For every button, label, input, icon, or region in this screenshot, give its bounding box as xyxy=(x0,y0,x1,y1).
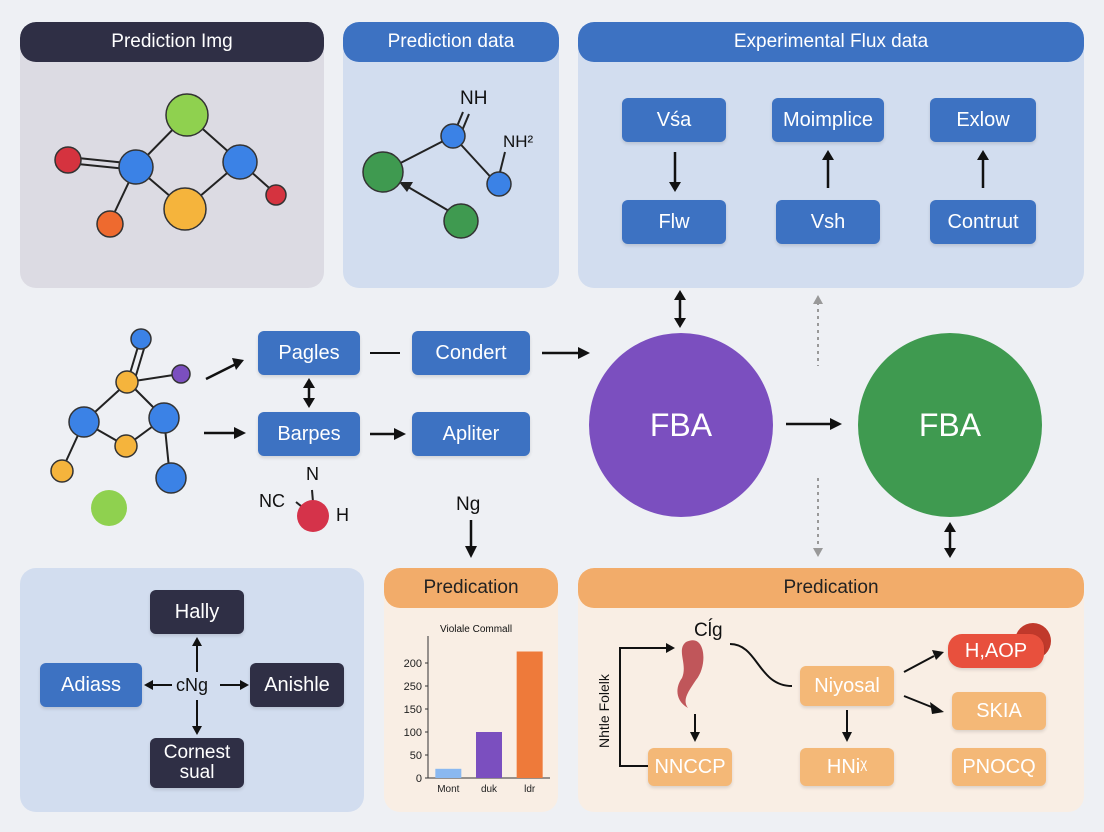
box-pnocq[interactable]: PNOCQ xyxy=(952,748,1046,786)
y-tick-label: 250 xyxy=(404,681,422,693)
atom-red xyxy=(265,184,287,206)
box-pagles[interactable]: Pagles xyxy=(258,331,360,375)
experimental-flux-title: Experimental Flux data xyxy=(578,22,1084,62)
box-adiass[interactable]: Adiass xyxy=(40,663,142,707)
box-hnix[interactable]: HNiᵡ xyxy=(800,748,894,786)
molecule-graphic-2 xyxy=(362,111,512,239)
nc-label: NC xyxy=(259,491,285,511)
bar-ldr xyxy=(516,651,543,778)
flux-box-exlow[interactable]: Exlow xyxy=(930,98,1036,142)
nh2-label: NH² xyxy=(503,132,534,151)
y-tick-label: 50 xyxy=(410,750,422,762)
atom-blue xyxy=(118,149,154,185)
flux-box-vsa[interactable]: Vśa xyxy=(622,98,726,142)
bar-chart-panel-title: Predication xyxy=(384,568,558,608)
box-anishle[interactable]: Anishle xyxy=(250,663,344,707)
atom-orange xyxy=(96,210,124,238)
y-tick-label: 0 xyxy=(416,773,422,785)
atom-yellow xyxy=(163,187,207,231)
bar-mont xyxy=(435,768,462,778)
atom-green xyxy=(165,93,209,137)
n-label: N xyxy=(306,464,319,484)
box-apliter[interactable]: Apliter xyxy=(412,412,530,456)
nh-label: NH xyxy=(460,88,488,109)
fba-node-purple[interactable]: FBA xyxy=(589,333,773,517)
organ-shape xyxy=(677,640,704,708)
y-tick-label: 100 xyxy=(404,727,422,739)
box-nnccp[interactable]: NNCCP xyxy=(648,748,732,786)
prediction-data-title: Prediction data xyxy=(343,22,559,62)
flux-box-contrmt[interactable]: Contrɯt xyxy=(930,200,1036,244)
prediction-img-title: Prediction Img xyxy=(20,22,324,62)
box-hally[interactable]: Hally xyxy=(150,590,244,634)
box-condert[interactable]: Condert xyxy=(412,331,530,375)
bottom-right-title: Predication xyxy=(578,568,1084,608)
y-tick-label: 150 xyxy=(404,704,422,716)
atom-red xyxy=(54,146,82,174)
x-tick-label: ldr xyxy=(524,784,536,795)
cng-label: cNg xyxy=(176,675,209,695)
box-skia[interactable]: SKIA xyxy=(952,692,1046,730)
x-tick-label: duk xyxy=(481,784,498,795)
flux-box-flw[interactable]: Flw xyxy=(622,200,726,244)
y-tick-label: 200 xyxy=(404,658,422,670)
molecule-graphic-1 xyxy=(54,93,287,238)
top-label: Cĺg xyxy=(694,620,723,641)
bar-duk xyxy=(476,732,502,778)
box-niyosal[interactable]: Niyosal xyxy=(800,666,894,706)
ng-arrow-label: Ng xyxy=(456,494,481,515)
flux-box-moimplice[interactable]: Moimplice xyxy=(772,98,884,142)
bottom-left-arrows xyxy=(144,637,249,735)
prediction-data-panel: Prediction data NH NH² xyxy=(343,22,559,288)
flux-arrows xyxy=(669,150,989,192)
bar-chart-panel: Predication Violale Commall 0 50 100 150 250… xyxy=(384,568,558,812)
molecule-graphic-3 xyxy=(50,328,191,526)
box-barpes[interactable]: Barpes xyxy=(258,412,360,456)
x-tick-label: Mont xyxy=(437,784,459,795)
fba-node-green[interactable]: FBA xyxy=(858,333,1042,517)
flux-box-vsh[interactable]: Vsh xyxy=(776,200,880,244)
bottom-right-panel: Predication Nhtle Folelk Cĺg Niyosal H,A… xyxy=(578,568,1084,812)
side-label: Nhtle Folelk xyxy=(596,674,612,748)
bottom-left-panel: Hally Adiass Anishle Cornest sual cNg xyxy=(20,568,364,812)
box-haop[interactable]: H,AOP xyxy=(948,634,1044,668)
experimental-flux-panel: Experimental Flux data Vśa Moimplice Exl… xyxy=(578,22,1084,288)
h-label: H xyxy=(336,505,349,525)
prediction-img-panel: Prediction Img xyxy=(20,22,324,288)
atom-blue xyxy=(222,144,258,180)
chart-title: Violale Commall xyxy=(440,624,513,635)
box-cornest-sual[interactable]: Cornest sual xyxy=(150,738,244,788)
